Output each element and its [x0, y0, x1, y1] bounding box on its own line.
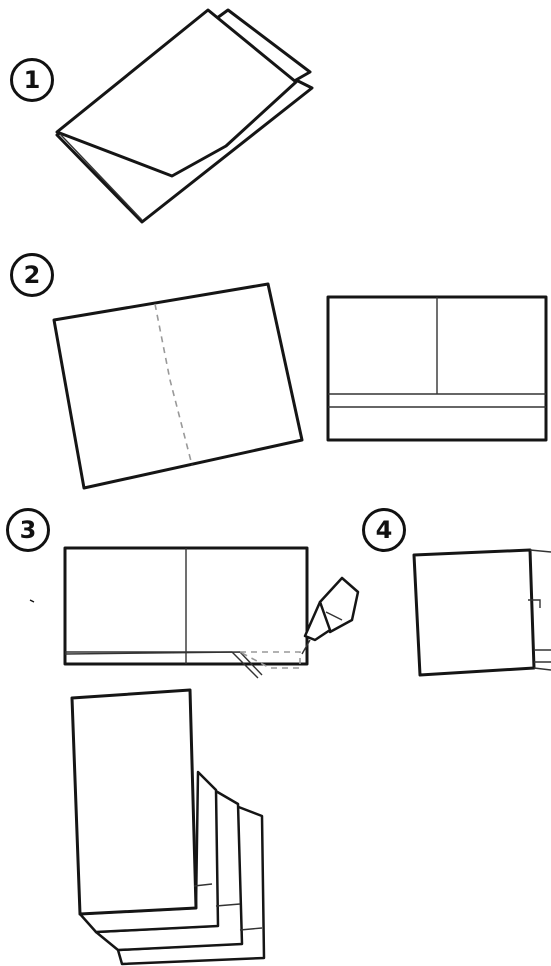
step-4-folded-sheet [414, 550, 551, 675]
step-2-flat-sheet [328, 297, 546, 440]
dot-mark [30, 600, 34, 602]
step-1-stacked-sheets [57, 10, 312, 222]
stacked-folded-booklets [72, 690, 264, 964]
step-4-front [414, 550, 534, 675]
step-3-sheet-with-glue [30, 548, 358, 678]
step-2-tilted-sheet [54, 284, 302, 488]
glue-bottle-icon [302, 578, 358, 654]
booklet-front [72, 690, 196, 914]
tilted-sheet [54, 284, 302, 488]
